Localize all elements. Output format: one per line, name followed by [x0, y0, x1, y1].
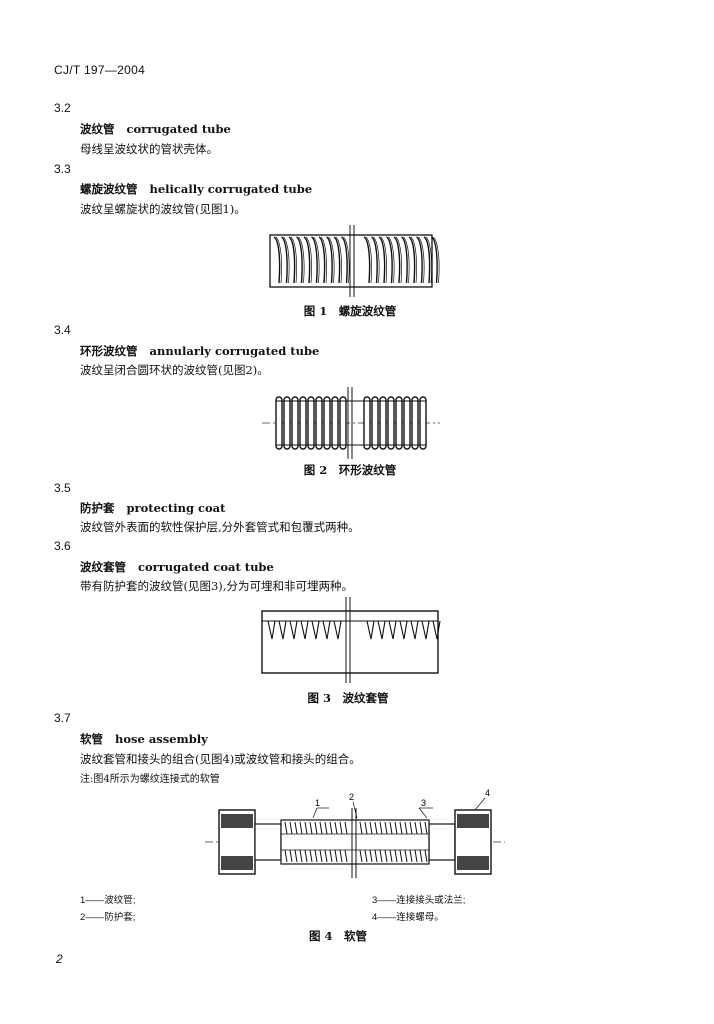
note: 注:图4所示为螺纹连接式的软管 [80, 774, 220, 785]
term-zh: 波纹套管 [80, 560, 126, 574]
section-number: 3.5 [54, 481, 71, 495]
figure-2-caption: 图 2 环形波纹管 [303, 463, 397, 477]
term-zh: 防护套 [80, 501, 115, 515]
section-number: 3.3 [54, 162, 71, 176]
definition: 波纹管外表面的软性保护层,分外套管式和包覆式两种。 [80, 520, 360, 534]
legend-item: 3——连接接头或法兰; [372, 895, 466, 906]
figure-4-caption: 图 4 软管 [308, 929, 367, 943]
term-zh: 螺旋波纹管 [80, 182, 138, 196]
section-number: 3.2 [54, 101, 71, 115]
legend-item: 4——连接螺母。 [372, 912, 444, 923]
term-en: helically corrugated tube [149, 182, 313, 196]
figure-1-helical-tube [269, 225, 440, 297]
term-zh: 环形波纹管 [80, 344, 138, 358]
definition: 波纹呈螺旋状的波纹管(见图1)。 [80, 202, 246, 216]
section-number: 3.4 [54, 323, 71, 337]
figure-1-caption: 图 1 螺旋波纹管 [303, 304, 397, 318]
callout-1: 1 [315, 798, 320, 808]
callout-3: 3 [421, 798, 426, 808]
term: 螺旋波纹管 helically corrugated tube [80, 181, 312, 197]
figure-3-caption: 图 3 波纹套管 [307, 691, 389, 705]
term-en: corrugated tube [126, 122, 231, 136]
figure-2-annular-tube [262, 387, 440, 459]
term-zh: 软管 [80, 732, 103, 746]
term: 波纹管 corrugated tube [80, 121, 231, 137]
term-en: protecting coat [126, 501, 226, 515]
term-en: hose assembly [115, 732, 208, 746]
callout-4: 4 [485, 788, 490, 798]
legend-item: 2——防护套; [80, 912, 136, 923]
definition: 带有防护套的波纹管(见图3),分为可埋和非可埋两种。 [80, 579, 353, 593]
section-number: 3.6 [54, 539, 71, 553]
definition: 母线呈波纹状的管状壳体。 [80, 142, 218, 156]
term: 软管 hose assembly [80, 731, 208, 747]
definition: 波纹套管和接头的组合(见图4)或波纹管和接头的组合。 [80, 752, 361, 766]
legend-item: 1——波纹管; [80, 895, 136, 906]
figure-4-hose-assembly: 1 2 3 4 [205, 788, 505, 878]
callout-2: 2 [349, 792, 354, 802]
figure-3-coat-tube [261, 597, 441, 683]
term: 波纹套管 corrugated coat tube [80, 559, 274, 575]
document-header: CJ/T 197—2004 [54, 63, 146, 77]
term-en: annularly corrugated tube [149, 344, 320, 358]
term: 环形波纹管 annularly corrugated tube [80, 343, 319, 359]
definition: 波纹呈闭合圆环状的波纹管(见图2)。 [80, 363, 269, 377]
term-zh: 波纹管 [80, 122, 115, 136]
section-number: 3.7 [54, 711, 71, 725]
term: 防护套 protecting coat [80, 500, 225, 516]
page-number: 2 [56, 952, 63, 966]
term-en: corrugated coat tube [138, 560, 274, 574]
